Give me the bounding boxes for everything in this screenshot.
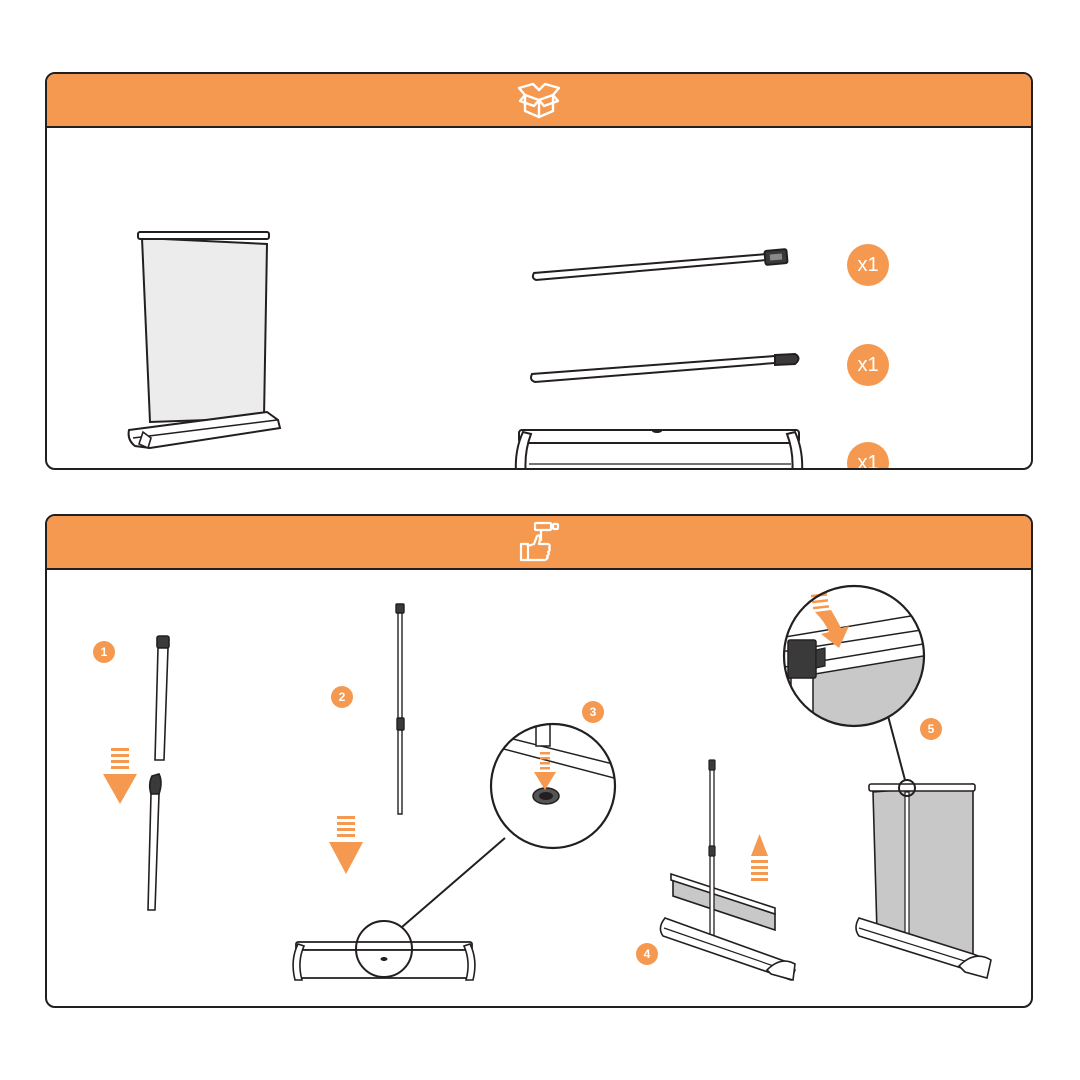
step-5-zoom-detail (782, 584, 926, 728)
step-3-base (292, 837, 506, 981)
base-part (514, 429, 804, 468)
step-3-zoom-detail (489, 722, 617, 850)
assembly-steps-panel: 1 2 3 4 5 (45, 514, 1033, 1008)
quantity-badge-upper-pole: x1 (847, 244, 889, 286)
step-badge-3: 3 (582, 701, 604, 723)
step-badge-2: 2 (331, 686, 353, 708)
open-box-icon (517, 82, 561, 119)
step-badge-5: 5 (920, 718, 942, 740)
step-badge-4: 4 (636, 943, 658, 965)
down-arrow-icon (534, 752, 556, 790)
parts-panel-header (47, 74, 1031, 128)
hand-hammer-icon (519, 521, 560, 562)
upper-pole (531, 248, 789, 282)
assembly-panel-body: 1 2 3 4 5 (47, 570, 1031, 1006)
step-2-illustration (395, 603, 405, 815)
parts-panel-body: x1 x1 x1 (47, 128, 1031, 468)
assembly-panel-header (47, 516, 1031, 570)
step-1-illustration (147, 635, 170, 911)
step-4-illustration (659, 759, 796, 982)
down-arrow-icon (329, 816, 363, 874)
quantity-badge-lower-pole: x1 (847, 344, 889, 386)
lower-pole (530, 352, 800, 384)
down-arrow-icon (103, 748, 137, 804)
step-badge-1: 1 (93, 641, 115, 663)
up-arrow-icon (751, 834, 768, 881)
assembled-banner-stand (127, 231, 282, 450)
parts-panel: x1 x1 x1 (45, 72, 1033, 470)
